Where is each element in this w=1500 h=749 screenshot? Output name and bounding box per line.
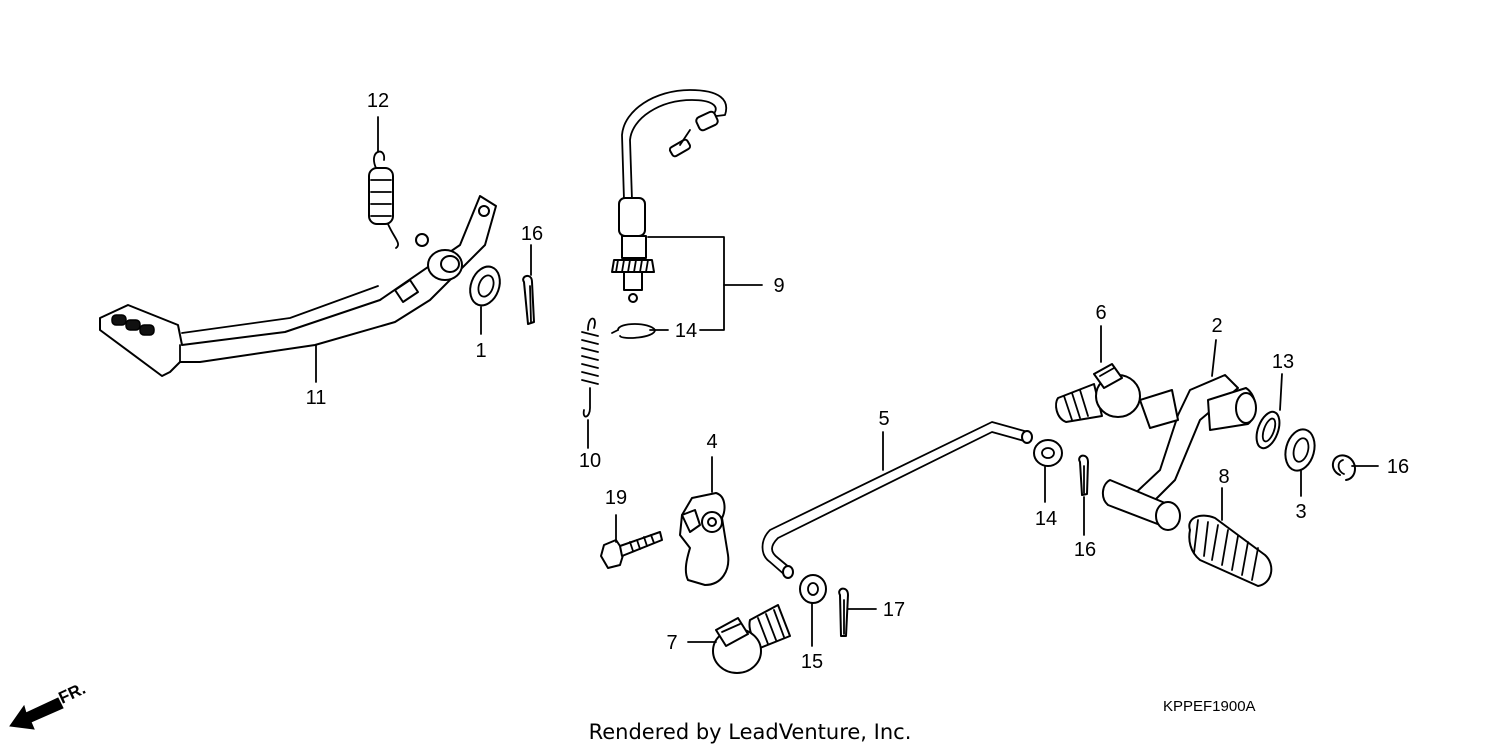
callout-2: 2	[1211, 315, 1222, 337]
callout-4: 4	[706, 431, 717, 453]
part-cotter-pin-16b[interactable]	[838, 587, 849, 637]
part-washer-3[interactable]	[1281, 426, 1319, 474]
part-stop-switch-9[interactable]	[611, 89, 728, 303]
part-brake-pedal[interactable]	[99, 195, 497, 377]
callout-14-lower: 15	[801, 651, 823, 673]
callout-11: 11	[306, 387, 327, 409]
part-joint-6[interactable]	[1055, 363, 1141, 423]
callout-9: 9	[773, 275, 784, 297]
part-joint-7[interactable]	[712, 604, 791, 674]
callout-1: 1	[475, 340, 486, 362]
front-arrow-icon	[9, 697, 64, 730]
callout-14-upper: 14	[1035, 508, 1057, 530]
part-pedal-spring-12[interactable]	[368, 150, 400, 249]
callout-6: 6	[1095, 302, 1106, 324]
callout-16-upper: 16	[1074, 539, 1096, 561]
part-o-ring-13[interactable]	[1252, 409, 1284, 452]
part-washer-14b[interactable]	[799, 574, 827, 604]
callout-18: 16	[1387, 456, 1409, 478]
part-shift-rod-5[interactable]	[761, 421, 1033, 579]
callout-labels: 12 16 1 11 9 14 10 19 4 5 6 2 13 16 8 3 …	[306, 90, 1410, 673]
callout-16-lower: 17	[883, 599, 905, 621]
leader-lines	[315, 116, 1379, 647]
callout-10: 10	[579, 450, 601, 472]
callout-13: 13	[1272, 351, 1294, 373]
callout-17: 16	[521, 223, 543, 245]
part-return-spring-10[interactable]	[581, 317, 599, 418]
part-gearshift-pedal-2[interactable]	[1102, 374, 1257, 531]
callout-12: 12	[367, 90, 389, 112]
diagram-code: KPPEF1900A	[1163, 698, 1256, 715]
callout-7: 7	[666, 632, 677, 654]
part-shift-arm-4[interactable]	[679, 492, 730, 586]
part-rubber-peg-8[interactable]	[1188, 514, 1273, 587]
front-direction-indicator: FR.	[9, 679, 89, 730]
part-circlip-18[interactable]	[1331, 454, 1356, 481]
part-washer-14a[interactable]	[1033, 439, 1063, 467]
callout-15: 14	[675, 320, 697, 342]
callout-8: 8	[1218, 466, 1229, 488]
part-bolt-19[interactable]	[600, 531, 663, 569]
callout-19: 19	[605, 487, 627, 509]
callout-5: 5	[878, 408, 889, 430]
callout-3: 3	[1295, 501, 1306, 523]
part-washer-1[interactable]	[465, 262, 505, 309]
render-credit: Rendered by LeadVenture, Inc.	[589, 720, 912, 744]
part-cotter-pin-16a[interactable]	[1078, 454, 1089, 496]
part-clip-15[interactable]	[611, 323, 656, 339]
part-cotter-pin-17[interactable]	[522, 275, 535, 325]
